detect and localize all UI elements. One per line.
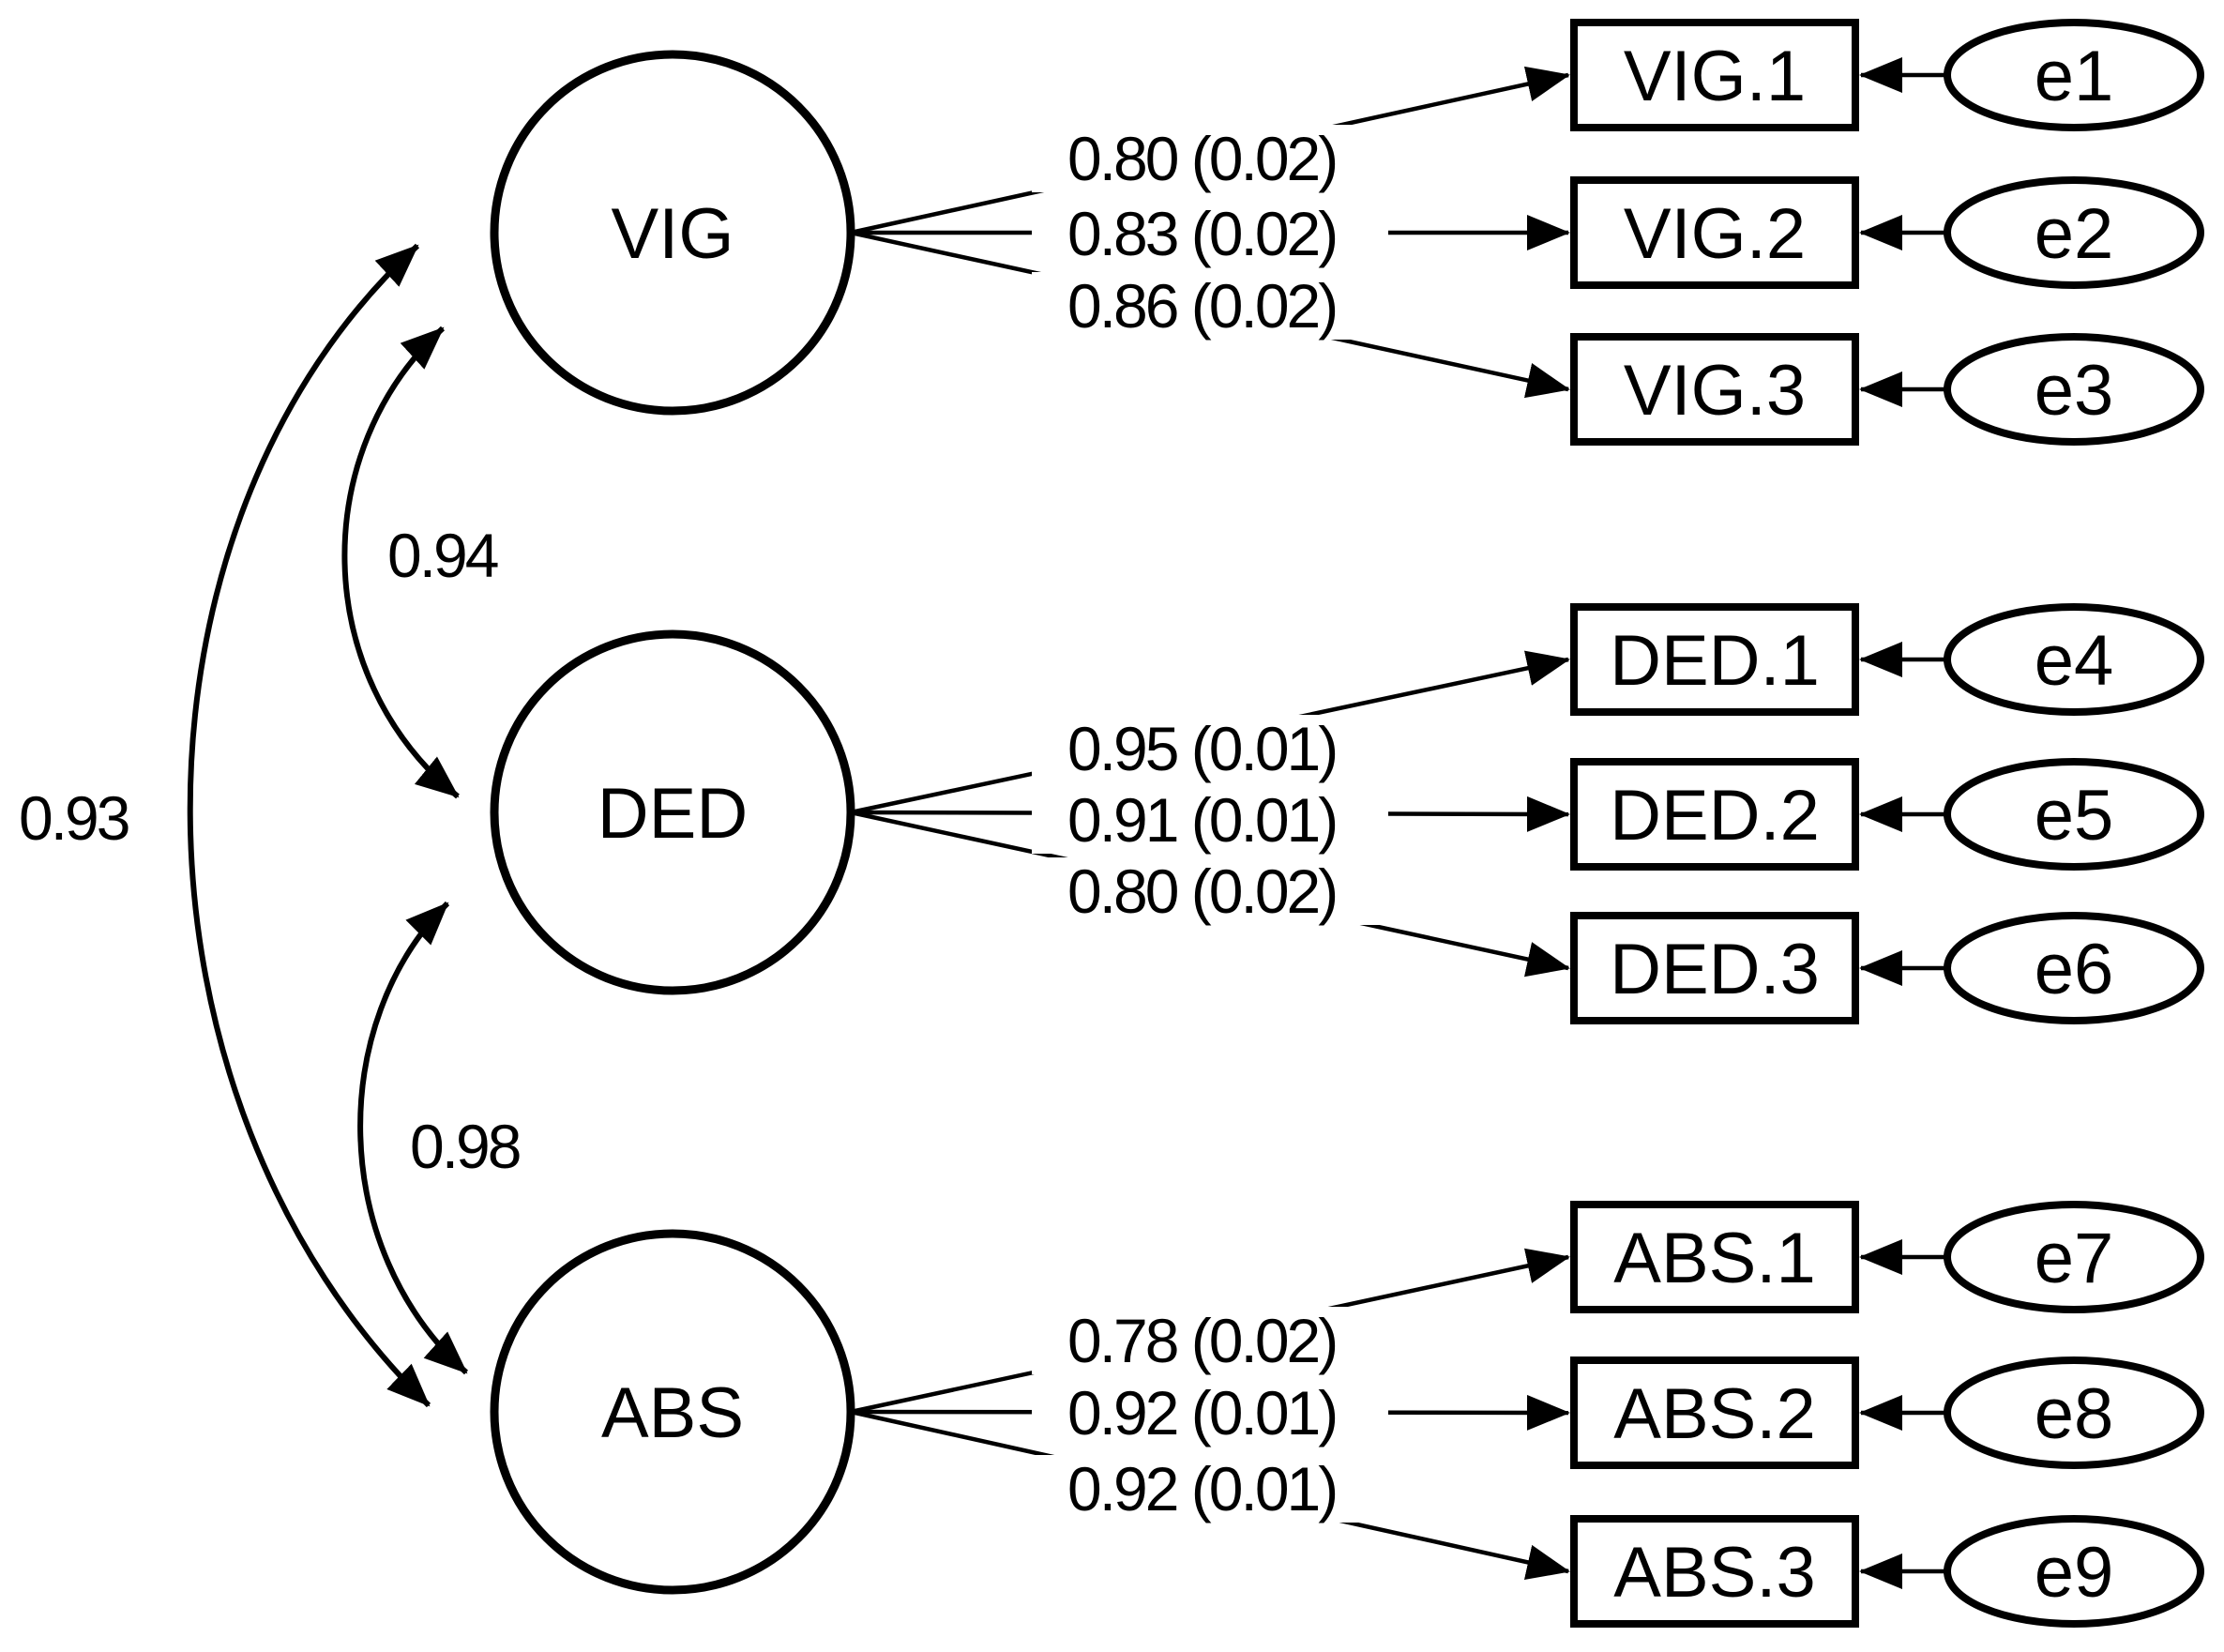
correlation-arrow-vig-abs (187, 243, 431, 1408)
label-background (1032, 200, 1388, 267)
error-e2-ellipse (1944, 176, 2204, 289)
latent-factor-abs-label: ABS (601, 1373, 744, 1453)
error-e7-ellipse (1944, 1201, 2204, 1313)
loading-value-abs-3: 0.92 (0.01) (1067, 1454, 1336, 1523)
loading-value-vig-2: 0.83 (0.02) (1067, 199, 1336, 268)
indicator-abs1-box (1570, 1201, 1859, 1313)
indicator-abs1-label: ABS.1 (1613, 1219, 1815, 1298)
indicator-abs2-label: ABS.2 (1613, 1374, 1815, 1454)
indicator-vig3-box (1570, 333, 1859, 446)
indicator-abs2-box (1570, 1356, 1859, 1469)
indicator-vig1-box (1570, 19, 1859, 131)
error-e8-label: e8 (2035, 1374, 2114, 1454)
error-e6-label: e6 (2035, 930, 2114, 1009)
label-background (1032, 125, 1388, 192)
indicator-abs3-box (1570, 1515, 1859, 1628)
correlation-value-ded-abs: 0.98 (410, 1112, 520, 1181)
error-e5-ellipse (1944, 758, 2204, 871)
label-background (1032, 786, 1388, 854)
error-e9-ellipse (1944, 1515, 2204, 1628)
loading-value-vig-3: 0.86 (0.02) (1067, 271, 1336, 341)
error-e8-ellipse (1944, 1356, 2204, 1469)
loading-value-ded-3: 0.80 (0.02) (1067, 856, 1336, 926)
label-background (1032, 1379, 1388, 1447)
indicator-ded3-label: DED.3 (1610, 930, 1820, 1009)
error-e4-ellipse (1944, 603, 2204, 716)
error-e1-ellipse (1944, 19, 2204, 131)
error-e4-label: e4 (2035, 621, 2114, 701)
loading-value-abs-2: 0.92 (0.01) (1067, 1378, 1336, 1447)
indicator-vig1-label: VIG.1 (1624, 37, 1806, 116)
label-background (1032, 715, 1388, 782)
latent-factor-vig-label: VIG (612, 194, 734, 274)
indicator-vig2-label: VIG.2 (1624, 194, 1806, 274)
indicator-abs3-label: ABS.3 (1613, 1533, 1815, 1613)
latent-factor-ded-label: DED (598, 774, 748, 854)
error-e3-ellipse (1944, 333, 2204, 446)
loading-value-vig-1: 0.80 (0.02) (1067, 124, 1336, 193)
correlation-value-vig-ded: 0.94 (387, 521, 498, 590)
loading-value-abs-1: 0.78 (0.02) (1067, 1306, 1336, 1375)
error-e6-ellipse (1944, 912, 2204, 1024)
latent-factor-ded-circle (490, 629, 855, 995)
label-background (1032, 1455, 1388, 1523)
label-background (1032, 857, 1388, 925)
error-e2-label: e2 (2035, 194, 2114, 274)
indicator-ded2-box (1570, 758, 1859, 871)
indicator-ded3-box (1570, 912, 1859, 1024)
correlation-value-vig-abs: 0.93 (19, 783, 129, 853)
error-e9-label: e9 (2035, 1533, 2114, 1613)
indicator-ded1-box (1570, 603, 1859, 716)
error-e1-label: e1 (2035, 37, 2114, 116)
indicator-ded1-label: DED.1 (1610, 621, 1820, 701)
label-background (1032, 1307, 1388, 1374)
label-background (1032, 272, 1388, 340)
error-e7-label: e7 (2035, 1219, 2114, 1298)
latent-factor-abs-circle (490, 1229, 855, 1595)
loading-value-ded-2: 0.91 (0.01) (1067, 785, 1336, 855)
error-e5-label: e5 (2035, 776, 2114, 856)
loading-value-ded-1: 0.95 (0.01) (1067, 714, 1336, 783)
indicator-vig2-box (1570, 176, 1859, 289)
latent-factor-vig-circle (490, 50, 855, 416)
indicator-vig3-label: VIG.3 (1624, 351, 1806, 431)
indicator-ded2-label: DED.2 (1610, 776, 1820, 856)
error-e3-label: e3 (2035, 351, 2114, 431)
